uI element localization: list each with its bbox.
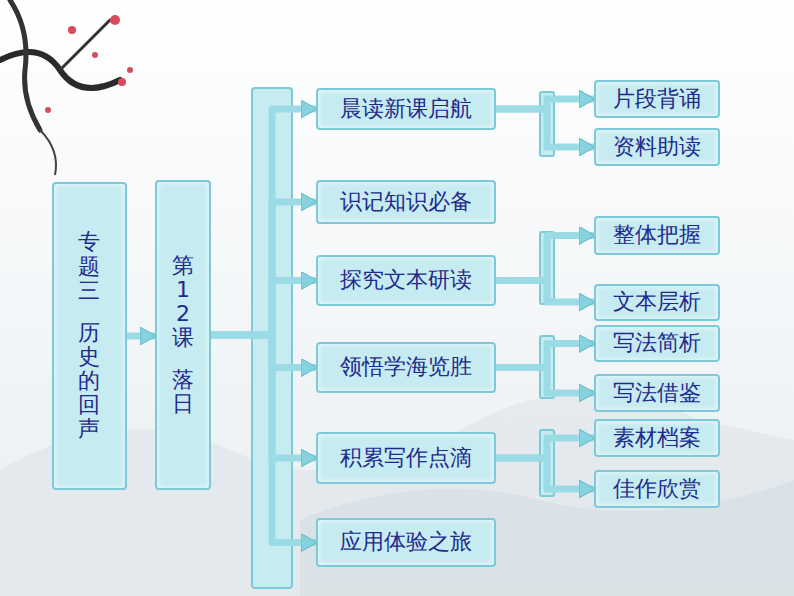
box-label: 识记知识必备 — [340, 189, 472, 215]
box-label: 领悟学海览胜 — [340, 354, 472, 380]
box-label: 第12课 — [170, 254, 196, 351]
box-label: 整体把握 — [613, 222, 701, 248]
process-box: 探究文本研读 — [316, 255, 496, 306]
plum-branch — [40, 130, 56, 175]
process-box: 积累写作点滴 — [316, 432, 496, 484]
box-label: 素材档案 — [613, 425, 701, 451]
process-box: 写法简析 — [594, 325, 720, 362]
box-label: 积累写作点滴 — [340, 445, 472, 471]
process-box: 写法借鉴 — [594, 374, 720, 412]
box-label: 佳作欣赏 — [613, 476, 701, 502]
process-box: 文本层析 — [594, 284, 720, 321]
arrow-connector — [496, 344, 594, 368]
box-label: 探究文本研读 — [340, 267, 472, 293]
arrow-connector — [211, 335, 316, 458]
box-label: 资料助读 — [613, 134, 701, 160]
box-label: 写法简析 — [613, 330, 701, 356]
arrow-connector — [496, 281, 594, 303]
box-label: 落日 — [170, 368, 196, 416]
plum-branch — [60, 20, 110, 70]
arrow-connector — [496, 109, 594, 147]
process-box: 佳作欣赏 — [594, 470, 720, 508]
process-box: 素材档案 — [594, 419, 720, 457]
process-box: 片段背诵 — [594, 80, 720, 118]
box-label: 应用体验之旅 — [340, 529, 472, 555]
process-box: 晨读新课启航 — [316, 88, 496, 130]
box-label: 历史的回声 — [76, 321, 102, 442]
arrow-connector — [211, 281, 316, 336]
box-label: 写法借鉴 — [613, 380, 701, 406]
arrow-connector — [211, 335, 316, 543]
arrow-connector — [496, 368, 594, 394]
box-label: 文本层析 — [613, 289, 701, 315]
box-label: 晨读新课启航 — [340, 96, 472, 122]
arrow-connector — [211, 202, 316, 335]
process-box: 识记知识必备 — [316, 180, 496, 224]
process-box: 应用体验之旅 — [316, 518, 496, 567]
process-box: 资料助读 — [594, 128, 720, 166]
arrow-connector — [496, 458, 594, 489]
arrow-connector — [211, 335, 316, 368]
process-box: 整体把握 — [594, 216, 720, 255]
arrow-connector — [496, 236, 594, 281]
plum-branch — [10, 0, 40, 130]
box-label: 专题三 — [76, 230, 102, 303]
vertical-box: 第12课落日 — [155, 180, 211, 490]
vertical-box: 专题三历史的回声 — [52, 182, 127, 490]
arrow-connector — [127, 333, 155, 340]
arrow-connector — [211, 109, 316, 335]
plum-blossoms — [45, 15, 133, 113]
box-label: 片段背诵 — [613, 86, 701, 112]
process-box: 领悟学海览胜 — [316, 342, 496, 393]
